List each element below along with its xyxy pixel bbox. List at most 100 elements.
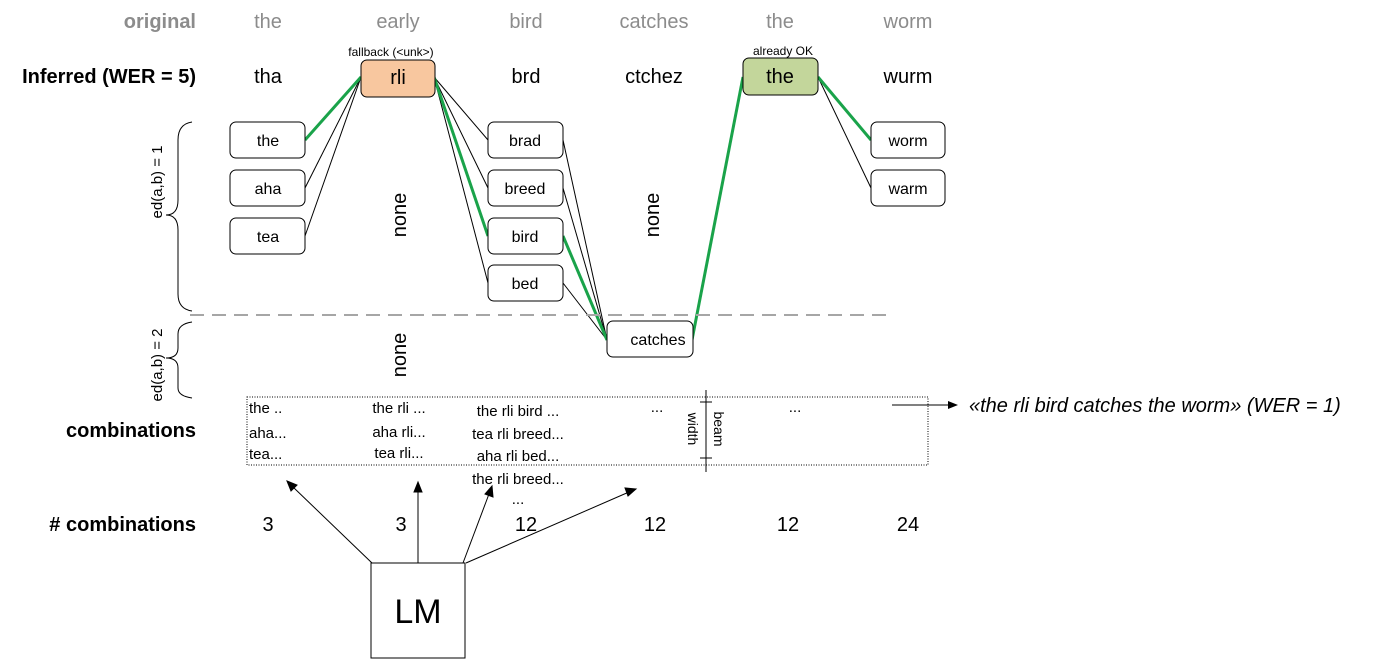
candidate-box	[229, 121, 306, 159]
edge	[433, 76, 489, 284]
candidate-word: tea	[257, 229, 279, 246]
inferred-word: wurm	[883, 66, 933, 88]
original-words: the early bird catches the worm	[254, 11, 932, 33]
original-word: worm	[883, 11, 933, 33]
lm-arrowhead	[286, 480, 298, 492]
lm-arrow	[292, 486, 373, 564]
lm-arrowhead	[484, 484, 494, 498]
candidate-box	[229, 217, 306, 255]
none-label: none	[389, 333, 411, 378]
lm-arrowhead	[413, 480, 423, 493]
edge	[304, 76, 362, 237]
inferred-word: tha	[254, 66, 283, 88]
combination-count: 3	[262, 514, 273, 536]
combination-count: 12	[515, 514, 537, 536]
combination-count: 12	[644, 514, 666, 536]
best-path	[303, 76, 873, 341]
inferred-word: ctchez	[625, 66, 683, 88]
combination-line: the rli breed...	[472, 471, 564, 488]
combination-line: ...	[651, 399, 664, 416]
brace-ed2	[165, 321, 193, 399]
combination-line: ...	[512, 491, 525, 508]
combination-count: 12	[777, 514, 799, 536]
candidate-edges	[304, 76, 872, 341]
result-arrowhead	[948, 401, 958, 409]
lm-arrowhead	[624, 487, 638, 497]
best-path-edge	[690, 76, 745, 341]
lm-box	[370, 562, 466, 659]
original-word: early	[376, 11, 419, 33]
edge	[433, 76, 489, 189]
combination-count: 24	[897, 514, 919, 536]
combination-line: the rli ...	[372, 400, 425, 417]
candidate-box	[487, 217, 564, 255]
candidate-word: bird	[512, 229, 539, 246]
combination-line: aha rli...	[372, 424, 425, 441]
combination-line: tea...	[249, 446, 282, 463]
result-sentence: «the rli bird catches the worm» (WER = 1…	[969, 395, 1341, 417]
candidate-boxes: the aha tea brad breed bird bed worm war…	[229, 121, 946, 358]
candidate-box	[229, 169, 306, 207]
inferred-word: rli	[390, 67, 406, 89]
lm-arrow	[462, 493, 490, 564]
candidate-box	[487, 121, 564, 159]
best-path-edge	[432, 76, 490, 237]
original-word: the	[254, 11, 282, 33]
candidate-box	[487, 264, 564, 302]
candidate-word: breed	[505, 181, 546, 198]
combinations-box	[246, 396, 929, 466]
edge	[433, 76, 489, 141]
original-word: bird	[509, 11, 542, 33]
none-labels: none none none	[389, 193, 664, 378]
candidate-box	[606, 320, 694, 358]
candidate-box	[870, 121, 946, 159]
combination-line: tea rli breed...	[472, 426, 564, 443]
combination-counts: 3 3 12 12 12 24	[262, 514, 919, 536]
fallback-annotation: fallback (<unk>)	[348, 45, 433, 59]
already-ok-annotation: already OK	[753, 44, 813, 58]
row-label-inferred: Inferred (WER = 5)	[22, 66, 196, 88]
inferred-word: the	[766, 66, 794, 88]
candidate-word: catches	[630, 332, 685, 349]
best-path-edge	[561, 235, 609, 341]
row-label-original: original	[124, 11, 196, 33]
lm-arrow	[465, 491, 630, 564]
edge	[304, 76, 362, 189]
original-word: the	[766, 11, 794, 33]
combination-count: 3	[395, 514, 406, 536]
candidate-word: bed	[512, 276, 539, 293]
candidate-word: warm	[887, 181, 927, 198]
fallback-box	[360, 59, 436, 98]
inferred-word: brd	[512, 66, 541, 88]
candidate-word: brad	[509, 133, 541, 150]
row-label-num-combinations: # combinations	[49, 514, 196, 536]
combination-line: tea rli...	[374, 445, 423, 462]
edge	[562, 139, 608, 341]
none-label: none	[389, 193, 411, 238]
beam-width-label: beam	[711, 411, 727, 446]
candidate-word: worm	[887, 133, 927, 150]
combination-lines: the .. aha... tea... the rli ... aha rli…	[249, 399, 801, 508]
edge	[817, 76, 872, 189]
combination-line: ...	[789, 399, 802, 416]
combination-line: the rli bird ...	[477, 403, 560, 420]
candidate-box	[487, 169, 564, 207]
brace-label-ed1: ed(a,b) = 1	[149, 146, 166, 219]
best-path-edge	[303, 76, 363, 141]
edge	[562, 187, 608, 341]
inferred-words: tha rli brd ctchez the wurm	[254, 57, 933, 98]
candidate-word: aha	[255, 181, 282, 198]
lm-arrows	[286, 480, 638, 564]
beam-width-marker: beam width	[685, 390, 727, 472]
brace-ed1	[165, 121, 193, 312]
lm-label: LM	[394, 593, 441, 631]
best-path-edge	[816, 76, 873, 141]
combination-line: aha...	[249, 425, 287, 442]
edge	[562, 282, 608, 341]
row-label-combinations: combinations	[66, 420, 196, 442]
combination-line: the ..	[249, 400, 282, 417]
brace-label-ed2: ed(a,b) = 2	[149, 329, 166, 402]
combination-line: aha rli bed...	[477, 448, 560, 465]
beam-width-label: width	[685, 412, 701, 446]
